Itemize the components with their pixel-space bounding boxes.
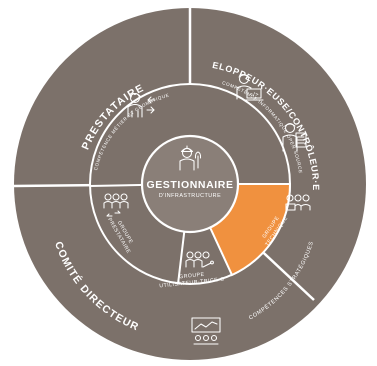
group-arrows-icon bbox=[103, 193, 129, 217]
center-title: GESTIONNAIRE bbox=[146, 179, 233, 191]
person-document-icon bbox=[282, 122, 307, 152]
center-hub[interactable] bbox=[140, 134, 240, 234]
person-arrows-icon bbox=[127, 92, 156, 118]
group-tools-icon bbox=[185, 251, 214, 268]
groupe-utilisateur-line1: GROUPE bbox=[179, 272, 205, 281]
center-subtitle: D'INFRASTRUCTURE bbox=[159, 193, 221, 199]
developer-laptop-icon: </> bbox=[236, 73, 264, 101]
group-computer-icon bbox=[285, 194, 311, 211]
svg-text:</>: </> bbox=[250, 92, 259, 98]
engineer-wrench-icon bbox=[179, 145, 202, 171]
presentation-board-icon bbox=[191, 317, 221, 345]
